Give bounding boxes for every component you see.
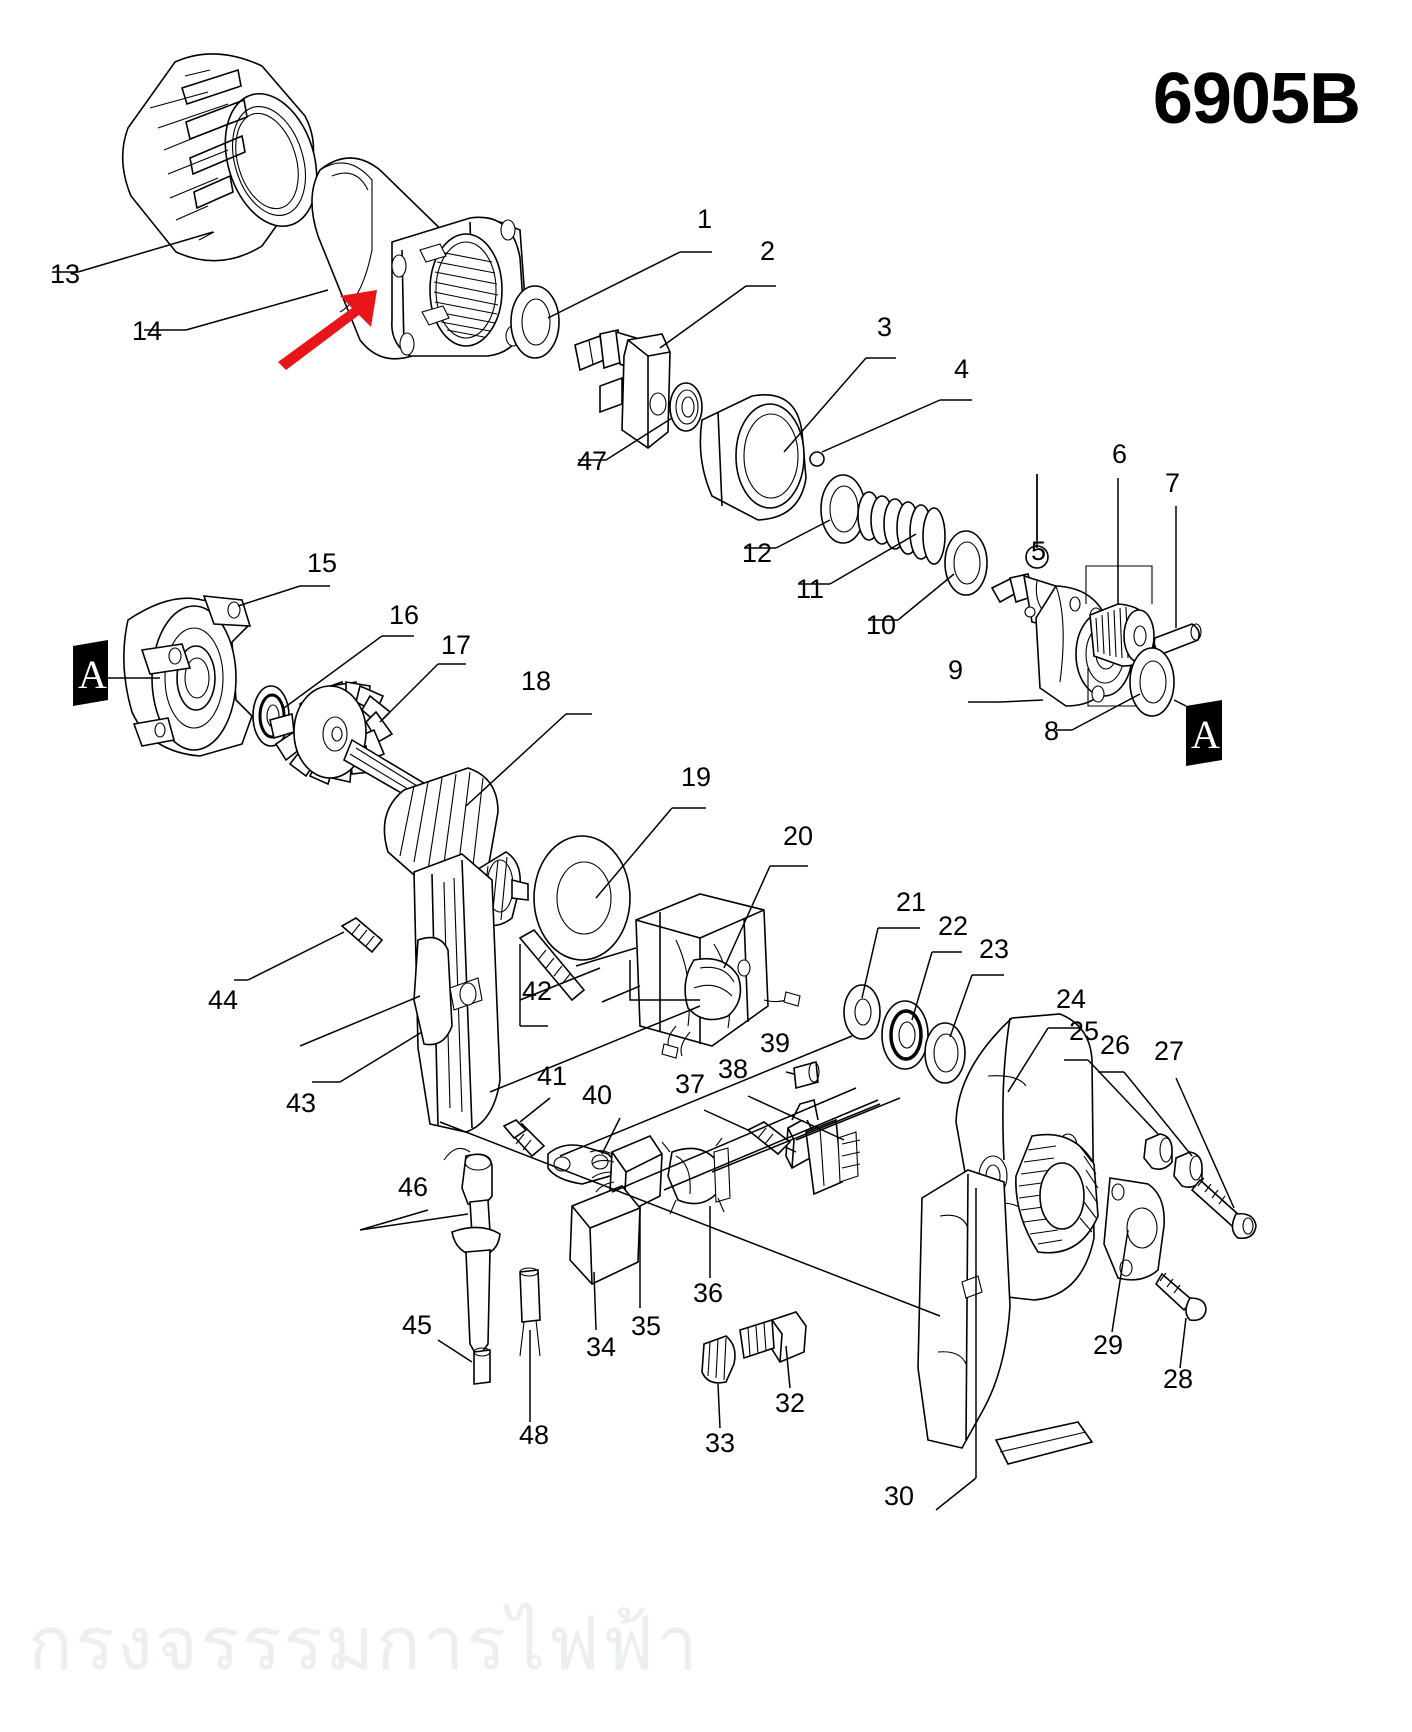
part-21-washer-small [843,927,920,1040]
part-6-spiral-gear [1085,478,1157,707]
part-41-pan-head-screw [502,1097,551,1158]
part-number-28: 28 [1163,1364,1193,1394]
part-13-ribbed-end-cap [52,53,318,273]
part-44-handle-screw [234,917,384,981]
part-number-16: 16 [389,600,419,630]
part-48-small-capacitor [519,1267,541,1422]
part-number-33: 33 [705,1428,735,1458]
part-number-22: 22 [938,911,968,941]
part-23-bearing-washer [924,974,1004,1084]
part-5-ball-bearing-pin [1025,474,1049,569]
part-number-24: 24 [1056,984,1086,1014]
part-26-bushing-b [1098,1071,1203,1188]
part-number-3: 3 [877,312,892,342]
part-number-14: 14 [132,316,162,346]
part-number-41: 41 [537,1061,567,1091]
part-number-45: 45 [402,1310,432,1340]
part-45-roll-pin-small [437,1339,491,1385]
part-number-26: 26 [1100,1030,1130,1060]
part-2-spindle-shaft [574,285,776,449]
part-number-32: 32 [775,1388,805,1418]
watermark-text: กรงจรรรมการไฟฟ้า [28,1601,700,1687]
part-36-brush-holder-cap [661,1137,731,1278]
part-3-cylinder-barrel [699,357,896,521]
part-47-retaining-ring [578,382,703,461]
part-number-39: 39 [760,1028,790,1058]
part-39-pin [785,1060,820,1090]
section-marker-label-a-0: A [78,652,107,697]
part-number-12: 12 [742,538,772,568]
part-number-23: 23 [979,934,1009,964]
part-number-11: 11 [796,574,824,604]
part-number-labels: 1 2 3 4 5 6 7 8 9 10 11 12 13 14 15 16 1… [50,204,1193,1511]
section-marker-a-right: A [1173,699,1222,766]
part-number-42: 42 [522,976,552,1006]
part-34-noise-suppressor-block [569,1185,641,1331]
part-number-48: 48 [519,1420,549,1450]
part-30-handle-base-pad [917,1169,1094,1511]
part-11-coil-spring [798,491,946,585]
part-number-15: 15 [307,548,337,578]
part-7-roll-pin [1153,506,1202,655]
part-number-43: 43 [286,1088,316,1118]
part-number-5: 5 [1031,536,1046,566]
part-29-rear-cover-plate [1103,1177,1165,1333]
part-number-10: 10 [866,610,896,640]
part-43-side-handle [312,853,501,1133]
part-number-1: 1 [697,204,712,234]
part-33-cord-guard [701,1335,736,1429]
part-number-35: 35 [631,1311,661,1341]
part-number-46: 46 [398,1172,428,1202]
part-number-38: 38 [718,1054,748,1084]
part-10-washer [868,530,988,621]
part-number-37: 37 [675,1069,705,1099]
assembly-guide-lines [299,947,941,1317]
part-number-44: 44 [208,985,238,1015]
section-marker-label-a-1: A [1191,712,1220,757]
part-number-6: 6 [1112,439,1127,469]
part-number-2: 2 [760,236,775,266]
part-42-long-screw [518,928,586,1027]
page-title: 6905B [1152,59,1361,139]
part-46-depth-rod [359,1147,501,1360]
part-4-steel-ball [809,399,972,467]
part-number-25: 25 [1069,1016,1099,1046]
part-number-47: 47 [577,446,607,476]
part-number-30: 30 [884,1481,914,1511]
part-number-21: 21 [896,887,926,917]
part-number-18: 18 [521,666,551,696]
part-number-17: 17 [441,630,471,660]
part-number-4: 4 [954,354,969,384]
part-40-lever-plate [547,1117,621,1185]
part-32-cord-clamp [739,1311,807,1389]
part-number-13: 13 [50,259,80,289]
part-27-long-machine-screw [1175,1077,1257,1240]
part-8-flat-washer [1056,647,1175,731]
part-number-20: 20 [783,821,813,851]
part-number-7: 7 [1165,468,1180,498]
part-number-29: 29 [1093,1330,1123,1360]
red-arrow-pointer [278,290,377,370]
part-15-bearing-retainer-plate [123,585,330,757]
part-28-tapping-screw [1154,1272,1207,1369]
section-marker-a-left: A [73,640,160,706]
part-1-oil-seal-ring [510,251,712,359]
part-number-19: 19 [681,762,711,792]
part-number-8: 8 [1044,716,1059,746]
part-number-40: 40 [582,1080,612,1110]
part-number-9: 9 [948,655,963,685]
part-19-insulation-ring [533,807,706,961]
part-20-field-stator [635,865,808,1059]
part-number-34: 34 [586,1332,616,1362]
part-number-36: 36 [693,1278,723,1308]
part-number-27: 27 [1154,1036,1184,1066]
part-22-ball-bearing-rear [881,951,962,1070]
